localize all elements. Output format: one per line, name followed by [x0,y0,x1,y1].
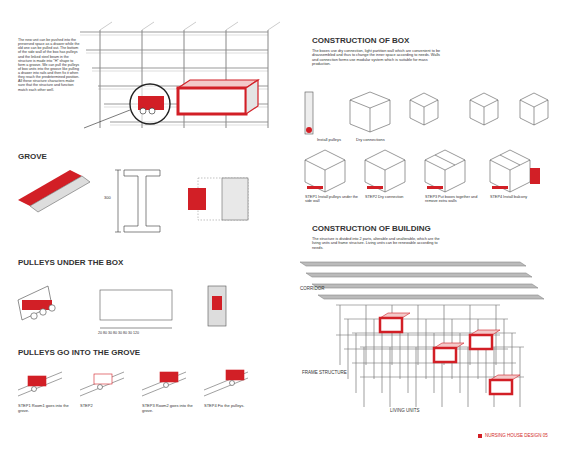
stroke [268,22,280,30]
stroke [344,319,508,320]
stroke [500,155,520,165]
stroke [307,186,323,189]
section-heading: PULLEYS GO INTO THE GROVE [18,348,140,357]
stroke [367,186,383,189]
stroke [184,22,196,30]
stroke [100,22,112,30]
stroke [31,313,37,319]
stroke [492,186,508,189]
stroke [380,318,402,332]
caption: NURSING HOUSE DESIGN 05 [485,433,548,438]
section-heading: GROVE [18,152,47,161]
stroke [80,35,268,36]
stroke [160,372,178,382]
stroke [110,121,268,122]
stroke [530,168,540,184]
annotation: STEP1 Install pulleys under the side wal… [305,195,361,204]
stroke [226,370,244,380]
stroke [306,273,532,277]
section-heading: CONSTRUCTION OF BUILDING [312,224,431,233]
annotation: Install pulleys [317,138,341,143]
stroke [365,150,405,192]
stroke [110,125,268,126]
annotation: STEP3 Room2 goes into the grove. [142,404,198,413]
stroke [92,67,268,68]
stroke [100,30,101,128]
annotation: STEP3 Put boxes together and remove extr… [425,195,485,204]
stroke [410,93,438,125]
section-heading: PULLEYS UNDER THE BOX [18,258,123,267]
stroke [427,186,443,189]
stroke [164,383,169,388]
annotation: CORRIDOR [300,286,325,291]
annotation: The structure is divided into 2 parts, a… [312,237,442,250]
stroke [490,150,530,192]
annotation: STEP4 Install balcony [490,195,546,199]
annotation: LIVING UNITS [390,408,420,413]
stroke [86,49,268,50]
stroke [434,348,456,362]
stroke [80,372,124,396]
stroke [490,380,512,394]
annotation: STEP2 [80,404,120,409]
annotation: Dry connections [356,138,385,143]
stroke [142,372,186,396]
stroke [470,335,492,349]
stroke [305,150,345,192]
stroke [142,22,154,30]
annotation: The boxes use dry connection, light part… [312,49,442,66]
stroke [435,155,455,165]
stroke [470,93,498,125]
stroke [86,53,268,54]
annotation: STEP2 Dry connection [365,195,421,199]
stroke [230,381,235,386]
stroke [49,305,55,311]
stroke [28,376,46,386]
section-heading: CONSTRUCTION OF BOX [312,36,409,45]
stroke [92,71,268,72]
annotation: 300 [104,196,111,201]
annotation: STEP4 Fix the pulleys. [204,404,260,409]
stroke [40,309,46,315]
stroke [336,305,500,306]
stroke [94,374,112,384]
stroke [520,93,548,125]
annotation: 20 80 30 80 30 80 30 120 [98,331,178,335]
stroke [32,387,37,392]
annotation: STEP1 Room1 goes into the grove. [18,404,74,413]
stroke [300,262,526,266]
stroke [98,385,103,390]
stroke [312,284,538,288]
annotation: The new unit can be pushed into the pres… [18,38,80,92]
stroke [226,22,238,30]
stroke [318,295,544,299]
stroke [425,150,465,192]
stroke [80,31,268,32]
annotation: FRAME STRUCTURE [302,370,347,375]
stroke [268,30,269,128]
stroke [18,372,62,396]
